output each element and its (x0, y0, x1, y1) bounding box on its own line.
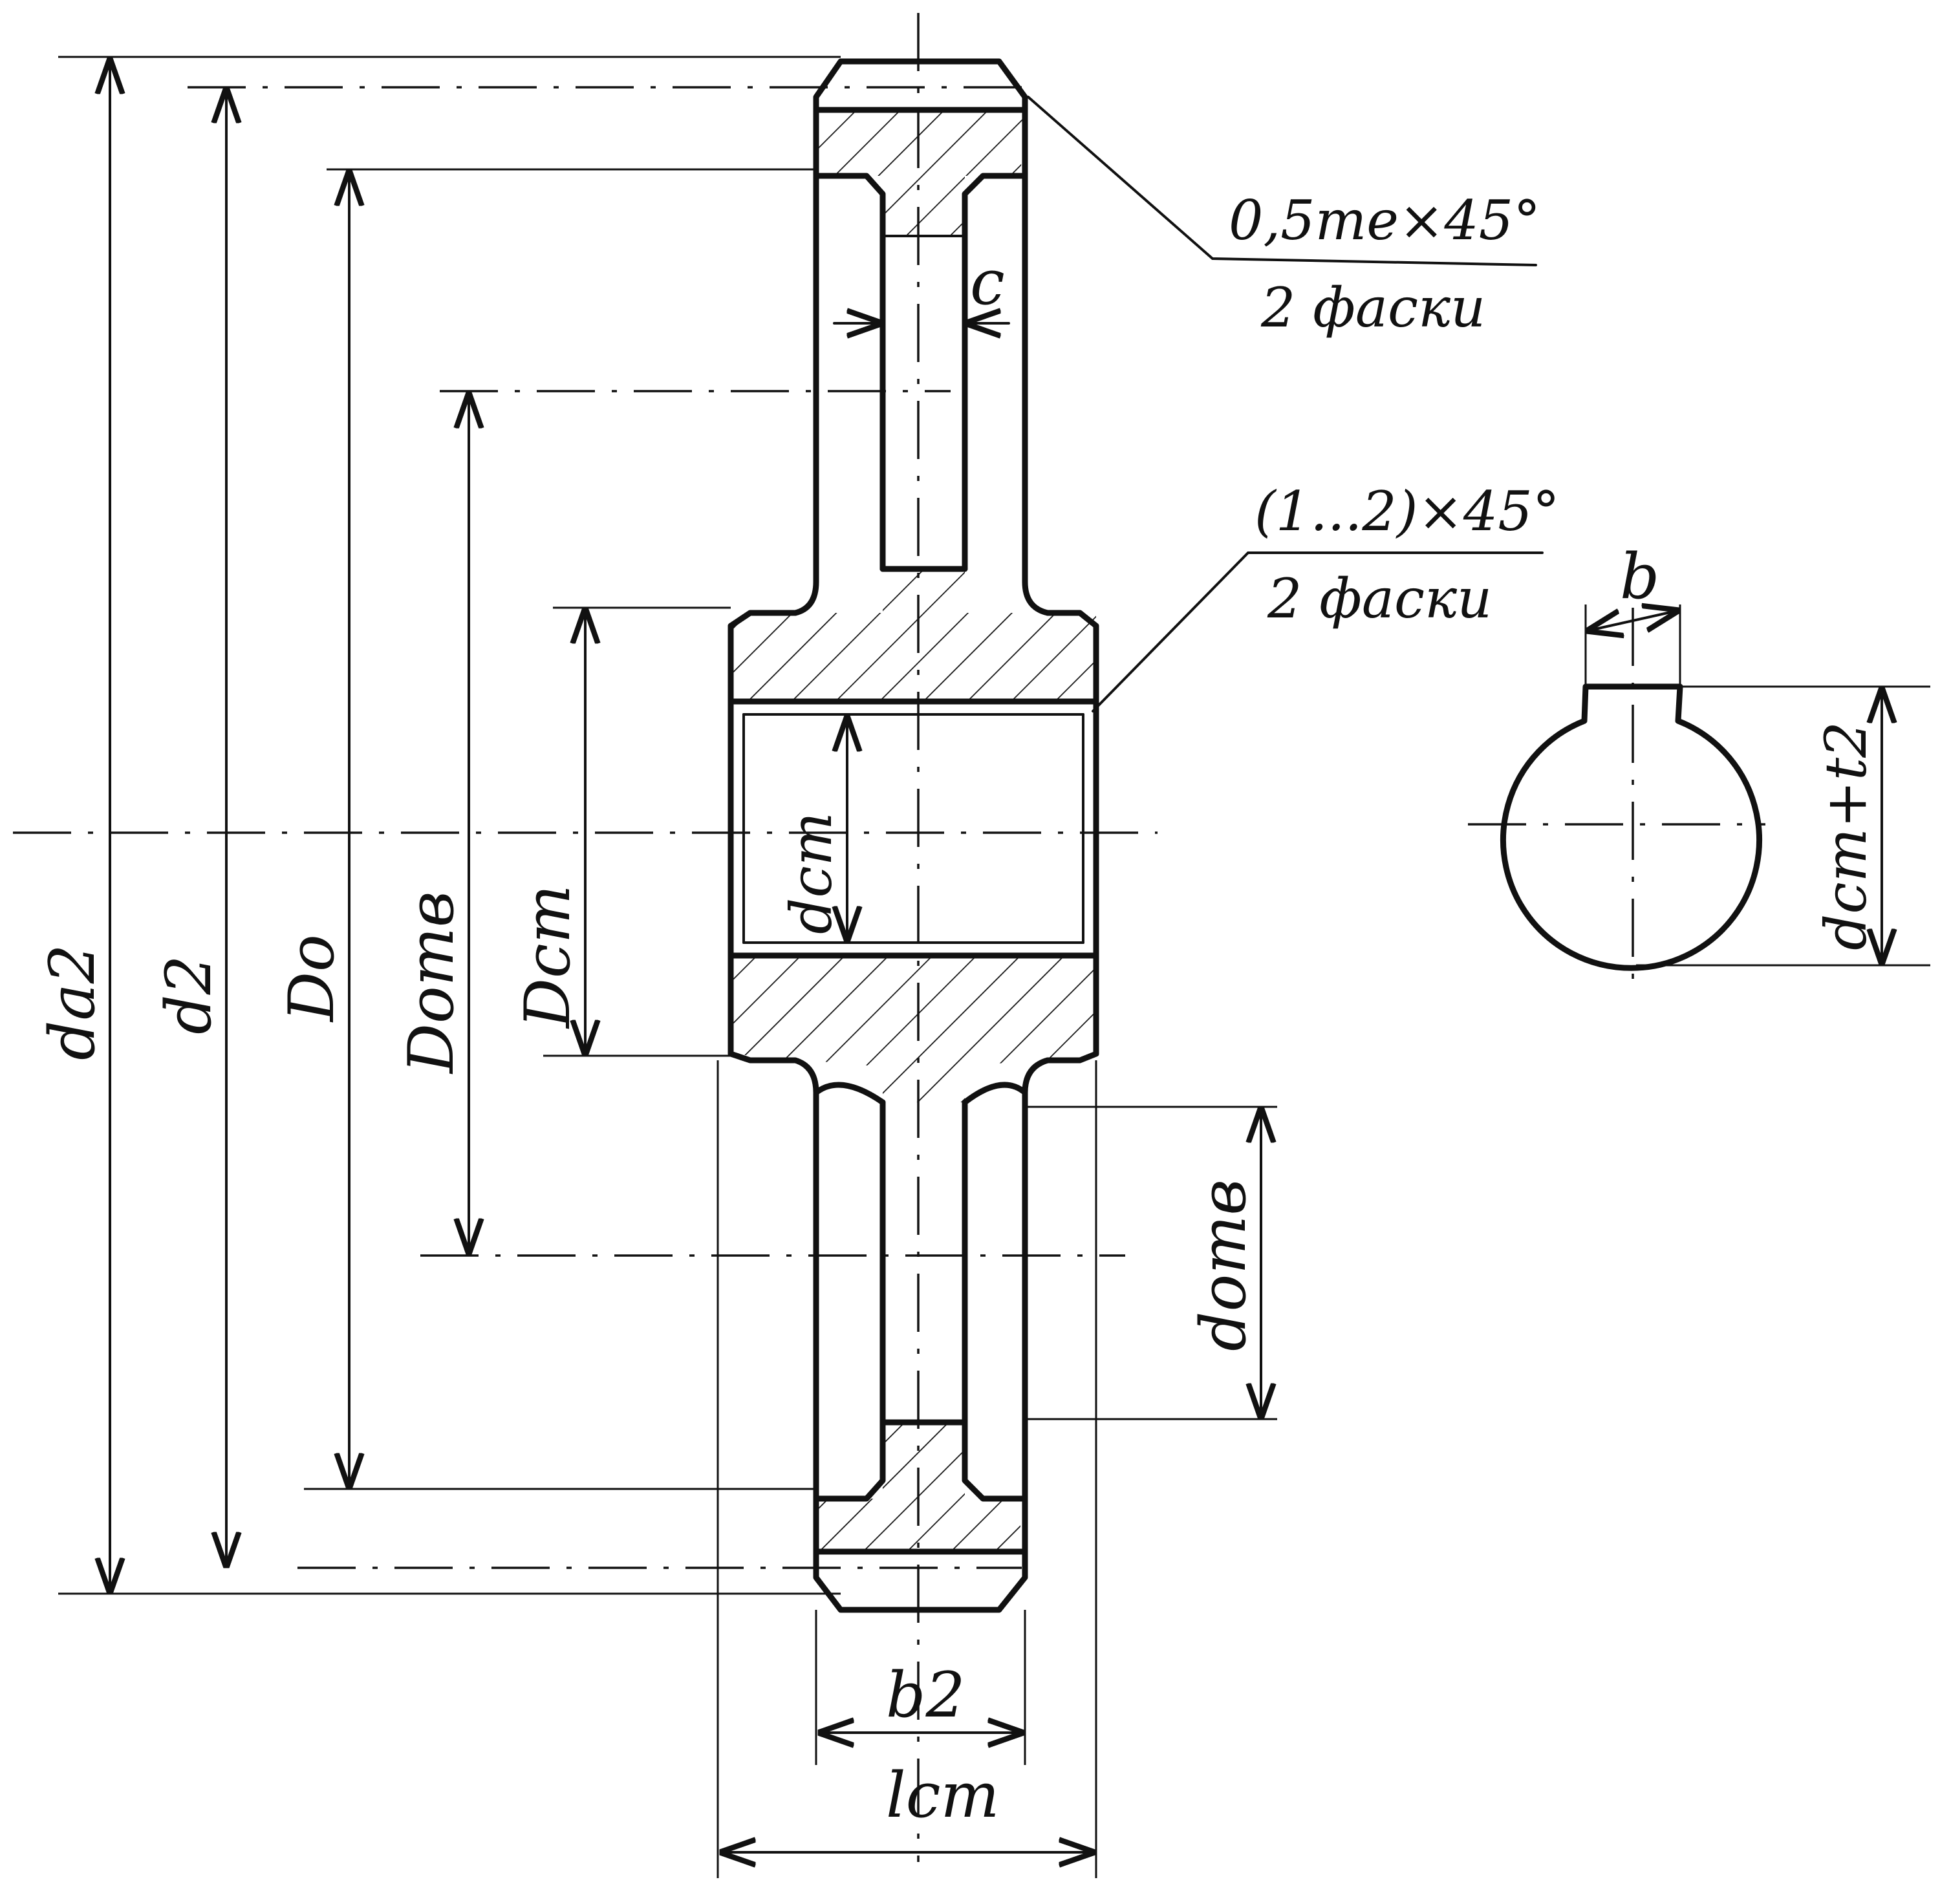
label-d2: d2 (153, 955, 225, 1034)
note-chamfer-rim: 0,5mе×45° (1229, 189, 1540, 252)
label-Dotv: Dотв (395, 891, 468, 1075)
label-c: c (970, 246, 1005, 319)
keyway-section (1500, 604, 1930, 971)
note-chamfer-rim-sub: 2 фаски (1260, 276, 1485, 339)
center-lines (13, 13, 1765, 1862)
label-da2: da2 (36, 944, 109, 1060)
label-b2: b2 (886, 1659, 965, 1731)
dimension-labels: da2 d2 Do Dотв Dст dст dотв c b2 lст b d… (36, 246, 1879, 1832)
label-lst: lст (886, 1759, 1000, 1832)
note-chamfer-hub: (1...2)×45° (1255, 480, 1560, 543)
label-b: b (1620, 540, 1659, 613)
label-dotv: dотв (1187, 1179, 1260, 1351)
label-D0: Do (275, 934, 348, 1023)
label-Dst: Dст (512, 884, 584, 1029)
dimension-lines (110, 61, 1261, 1852)
gear-outline (727, 58, 1099, 1613)
label-dst-t2: dст+t2 (1813, 722, 1879, 950)
leader-lines (1027, 96, 1544, 712)
label-dst: dст (778, 812, 845, 934)
note-chamfer-hub-sub: 2 фаски (1267, 567, 1492, 630)
hatched-sections (731, 110, 1096, 1552)
chamfer-notes: 0,5mе×45° 2 фаски (1...2)×45° 2 фаски (1229, 189, 1560, 630)
